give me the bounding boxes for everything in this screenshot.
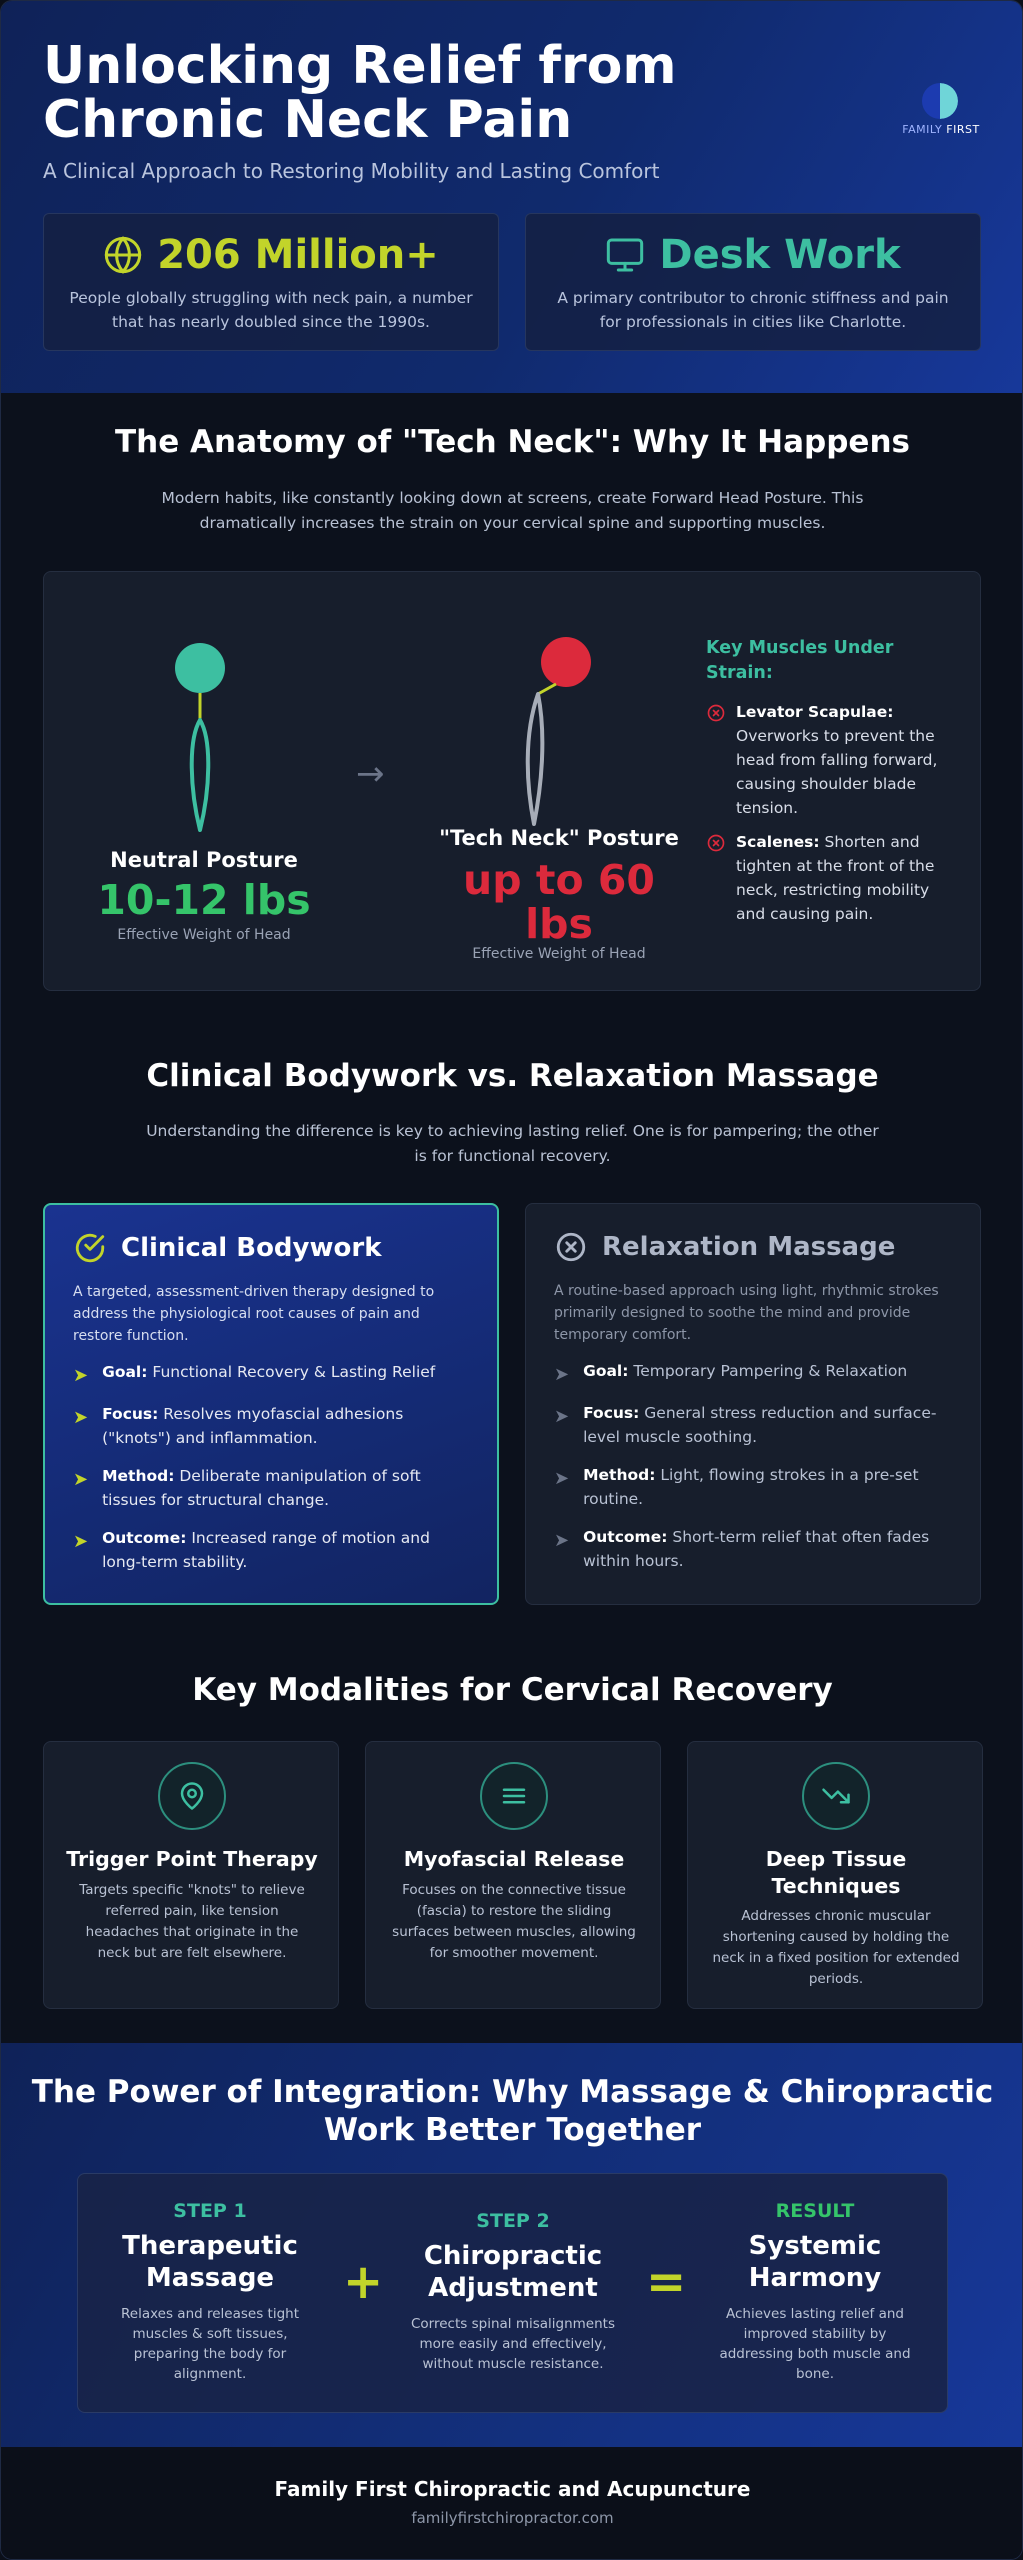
- anatomy-description: Modern habits, like constantly looking d…: [161, 489, 864, 532]
- neutral-posture-figure-icon: [175, 643, 225, 832]
- plus-icon: +: [343, 2254, 384, 2310]
- check-circle-icon: [75, 1233, 105, 1263]
- step-title: Therapeutic Massage: [122, 2231, 298, 2293]
- chevron-right-icon: ➤: [554, 1406, 570, 1427]
- step-kicker: STEP 1: [173, 2200, 247, 2222]
- anatomy-title: The Anatomy of "Tech Neck": Why It Happe…: [115, 424, 910, 460]
- relax-list: ➤Goal: Temporary Pampering & Relaxation …: [554, 1359, 954, 1587]
- monitor-icon: [607, 238, 644, 272]
- clinical-title: Clinical Bodywork: [121, 1233, 382, 1263]
- page-title: Unlocking Relief from Chronic Neck Pain: [43, 36, 677, 150]
- neutral-posture-label: Neutral Posture: [110, 848, 298, 872]
- clinical-list: ➤Goal: Functional Recovery & Lasting Rel…: [73, 1360, 473, 1588]
- logo-mark-icon: [922, 83, 958, 119]
- equals-icon: =: [646, 2254, 687, 2310]
- modalities-title: Key Modalities for Cervical Recovery: [192, 1672, 833, 1708]
- brand-logo: FAMILY FIRST: [896, 79, 986, 149]
- list-item: ➤Method: Deliberate manipulation of soft…: [73, 1464, 473, 1512]
- integration-title: The Power of Integration: Why Massage & …: [31, 2074, 994, 2148]
- stat-card-global: 206 Million+ People globally struggling …: [43, 213, 499, 351]
- step-description: Achieves lasting relief and improved sta…: [719, 2306, 911, 2382]
- trending-down-icon: [822, 1788, 850, 1804]
- modality-title: Myofascial Release: [403, 1847, 625, 1871]
- step-massage: STEP 1 Therapeutic Massage Relaxes and r…: [110, 2198, 310, 2384]
- relaxation-massage-card: Relaxation Massage A routine-based appro…: [525, 1203, 981, 1605]
- modality-card-deep-tissue: Deep Tissue Techniques Addresses chronic…: [687, 1741, 983, 2009]
- list-item: ➤Goal: Functional Recovery & Lasting Rel…: [73, 1363, 436, 1386]
- list-item: ➤Focus: Resolves myofascial adhesions ("…: [73, 1402, 473, 1450]
- chevron-right-icon: ➤: [554, 1530, 570, 1551]
- list-item: ➤Outcome: Short-term relief that often f…: [554, 1525, 954, 1573]
- integration-section: The Power of Integration: Why Massage & …: [1, 2043, 1022, 2447]
- compare-description: Understanding the difference is key to a…: [146, 1122, 879, 1165]
- neutral-weight-value: 10-12 lbs: [97, 876, 311, 924]
- footer: Family First Chiropractic and Acupunctur…: [1, 2447, 1022, 2559]
- compare-title: Clinical Bodywork vs. Relaxation Massage: [146, 1058, 879, 1094]
- footer-business-name: Family First Chiropractic and Acupunctur…: [274, 2477, 751, 2501]
- muscle-item: Scalenes: Shorten and tighten at the fro…: [706, 830, 956, 926]
- modality-description: Focuses on the connective tissue (fascia…: [392, 1882, 636, 1961]
- step-description: Corrects spinal misalignments more easil…: [411, 2316, 615, 2372]
- tech-neck-posture-figure-icon: [525, 637, 591, 826]
- step-kicker: RESULT: [775, 2200, 855, 2222]
- stat-value: 206 Million+: [157, 232, 439, 278]
- list-item: ➤Goal: Temporary Pampering & Relaxation: [554, 1362, 908, 1385]
- clinical-description: A targeted, assessment-driven therapy de…: [73, 1284, 435, 1344]
- muscle-item: Levator Scapulae: Overworks to prevent t…: [706, 700, 956, 820]
- list-item: ➤Focus: General stress reduction and sur…: [554, 1401, 954, 1449]
- step-chiropractic: STEP 2 Chiropractic Adjustment Corrects …: [408, 2208, 618, 2374]
- modality-title: Deep Tissue Techniques: [765, 1847, 907, 1898]
- muscle-text: Overworks to prevent the head from falli…: [736, 727, 938, 817]
- stat-value: Desk Work: [659, 232, 901, 278]
- modality-description: Addresses chronic muscular shortening ca…: [712, 1908, 960, 1987]
- step-title: Systemic Harmony: [748, 2231, 882, 2293]
- globe-icon: [105, 236, 142, 274]
- chevron-right-icon: ➤: [554, 1364, 570, 1385]
- muscle-text: Shorten and tighten at the front of the …: [736, 833, 935, 923]
- list-item: ➤Outcome: Increased range of motion and …: [73, 1526, 473, 1574]
- step-description: Relaxes and releases tight muscles & sof…: [120, 2306, 299, 2382]
- x-circle-icon: [707, 704, 725, 722]
- arrow-right-icon: →: [356, 754, 385, 794]
- stat-description: People globally struggling with neck pai…: [69, 289, 473, 331]
- page-subtitle: A Clinical Approach to Restoring Mobilit…: [43, 159, 660, 183]
- relax-title: Relaxation Massage: [602, 1232, 896, 1262]
- modality-description: Targets specific "knots" to relieve refe…: [79, 1882, 305, 1961]
- chevron-right-icon: ➤: [73, 1407, 89, 1428]
- muscle-name: Levator Scapulae:: [736, 703, 894, 721]
- logo-text: FAMILY FIRST: [902, 123, 980, 136]
- modality-title: Trigger Point Therapy: [66, 1847, 318, 1871]
- stat-description: A primary contributor to chronic stiffne…: [557, 289, 949, 331]
- modality-card-myofascial: Myofascial Release Focuses on the connec…: [365, 1741, 661, 2009]
- key-muscles-title: Key Muscles Under Strain:: [706, 638, 894, 683]
- chevron-right-icon: ➤: [73, 1365, 89, 1386]
- posture-comparison-card: Neutral Posture 10-12 lbs Effective Weig…: [43, 571, 981, 991]
- stat-card-desk-work: Desk Work A primary contributor to chron…: [525, 213, 981, 351]
- neutral-weight-caption: Effective Weight of Head: [117, 927, 291, 943]
- tech-neck-posture-label: "Tech Neck" Posture: [439, 826, 679, 850]
- map-pin-icon: [180, 1782, 204, 1810]
- clinical-bodywork-card: Clinical Bodywork A targeted, assessment…: [43, 1203, 499, 1605]
- modality-card-trigger-point: Trigger Point Therapy Targets specific "…: [43, 1741, 339, 2009]
- list-item: ➤Method: Light, flowing strokes in a pre…: [554, 1463, 954, 1511]
- step-result: RESULT Systemic Harmony Achieves lasting…: [710, 2198, 920, 2384]
- integration-steps-card: STEP 1 Therapeutic Massage Relaxes and r…: [77, 2173, 948, 2413]
- chevron-right-icon: ➤: [73, 1531, 89, 1552]
- muscle-name: Scalenes:: [736, 833, 820, 851]
- tech-neck-weight-caption: Effective Weight of Head: [472, 946, 646, 962]
- step-kicker: STEP 2: [476, 2210, 550, 2232]
- footer-website-link[interactable]: familyfirstchiropractor.com: [411, 2509, 614, 2527]
- layers-icon: [502, 1788, 526, 1804]
- x-circle-icon: [556, 1232, 586, 1262]
- step-title: Chiropractic Adjustment: [423, 2241, 603, 2303]
- relax-description: A routine-based approach using light, rh…: [554, 1283, 939, 1343]
- tech-neck-weight-value: up to 60 lbs: [463, 856, 655, 948]
- chevron-right-icon: ➤: [554, 1468, 570, 1489]
- hero-section: Unlocking Relief from Chronic Neck Pain …: [1, 1, 1022, 393]
- x-circle-icon: [707, 834, 725, 852]
- chevron-right-icon: ➤: [73, 1469, 89, 1490]
- key-muscles-panel: Key Muscles Under Strain: Levator Scapul…: [706, 636, 956, 936]
